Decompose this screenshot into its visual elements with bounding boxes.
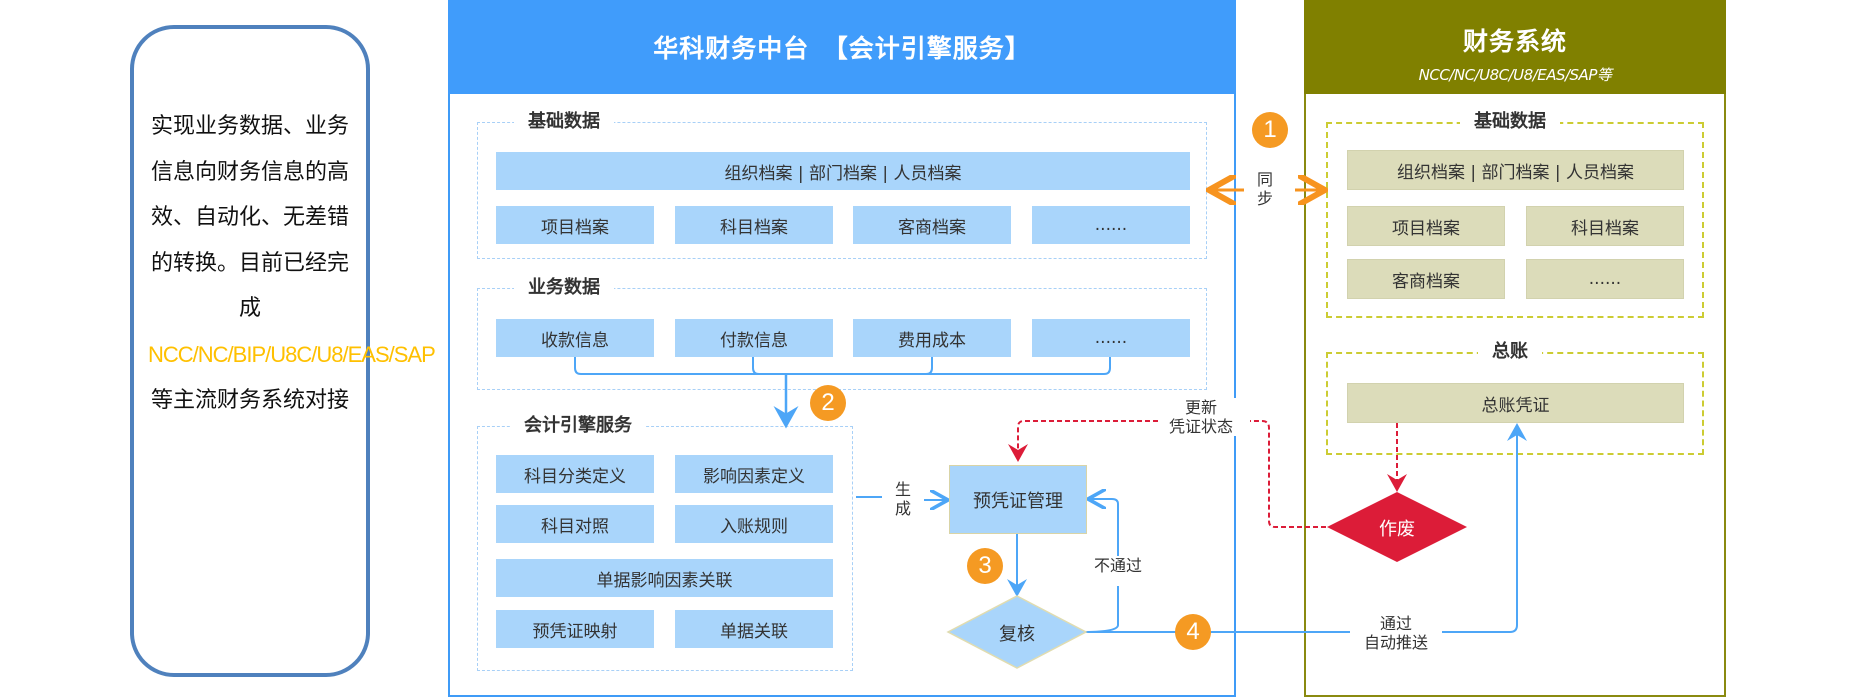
pass-line [1085, 425, 1517, 633]
void-label: 作废 [1379, 519, 1415, 540]
update-status-label: 更新 凭证状态 [1160, 398, 1242, 436]
description-tail: 等主流财务系统对接 [150, 388, 349, 413]
finance-base-item: ...... [1526, 259, 1684, 299]
engine-item: 单据关联 [675, 610, 833, 648]
engine-item: 单据影响因素关联 [496, 559, 833, 597]
business-item: ...... [1032, 319, 1190, 357]
void-to-update-line [1250, 420, 1334, 528]
void-diamond [1327, 492, 1467, 562]
platform-base-item: 科目档案 [675, 206, 833, 244]
sync-label: 同 步 [1256, 170, 1274, 208]
engine-item: 科目对照 [496, 505, 654, 543]
step-marker-2: 2 [810, 385, 846, 421]
update-status-line [1008, 420, 1166, 462]
business-item: 费用成本 [853, 319, 1011, 357]
finance-system-subtitle: NCC/NC/U8C/U8/EAS/SAP等 [1418, 66, 1612, 84]
platform-base-item: 客商档案 [853, 206, 1011, 244]
engine-group [477, 426, 853, 671]
platform-base-item: ...... [1032, 206, 1190, 244]
platform-panel [448, 0, 1236, 697]
finance-system-panel [1304, 0, 1726, 697]
generate-label: 生 成 [894, 480, 912, 518]
review-diamond [946, 595, 1088, 669]
finance-system-header: 财务系统 NCC/NC/U8C/U8/EAS/SAP等 [1304, 0, 1726, 94]
finance-base-data-label: 基础数据 [1460, 111, 1560, 133]
reject-label: 不通过 [1088, 556, 1148, 575]
business-item: 收款信息 [496, 319, 654, 357]
engine-item: 科目分类定义 [496, 455, 654, 493]
business-item: 付款信息 [675, 319, 833, 357]
business-bracket [574, 357, 1111, 375]
supported-systems: NCC/NC/BIP/U8C/U8/EAS/SAP [148, 341, 436, 367]
step-marker-4: 4 [1175, 614, 1211, 650]
engine-item: 预凭证映射 [496, 610, 654, 648]
description-note [130, 25, 370, 677]
finance-base-item: 客商档案 [1347, 259, 1505, 299]
finance-base-item: 科目档案 [1526, 206, 1684, 246]
platform-base-item: 项目档案 [496, 206, 654, 244]
engine-item: 入账规则 [675, 505, 833, 543]
step-marker-3: 3 [967, 548, 1003, 584]
engine-item: 影响因素定义 [675, 455, 833, 493]
description-text: 实现业务数据、业务信息向财务信息的高效、自动化、无差错的转换。目前已经完成 NC… [148, 104, 436, 424]
business-data-group [477, 288, 1207, 390]
finance-base-wide-item: 组织档案 | 部门档案 | 人员档案 [1347, 150, 1684, 190]
pre-voucher-management: 预凭证管理 [949, 465, 1087, 534]
finance-system-title: 财务系统 [1462, 27, 1567, 56]
business-data-label: 业务数据 [514, 277, 614, 299]
pass-label: 通过 自动推送 [1352, 614, 1440, 652]
description-main: 实现业务数据、业务信息向财务信息的高效、自动化、无差错的转换。目前已经完成 [150, 114, 349, 321]
platform-title: 华科财务中台 【会计引擎服务】 [448, 0, 1236, 94]
ledger-label: 总账 [1478, 341, 1542, 363]
platform-base-data-label: 基础数据 [514, 111, 614, 133]
review-label: 复核 [999, 624, 1035, 645]
step-marker-1: 1 [1252, 112, 1288, 148]
platform-base-wide-item: 组织档案 | 部门档案 | 人员档案 [496, 152, 1190, 190]
finance-base-item: 项目档案 [1347, 206, 1505, 246]
engine-label: 会计引擎服务 [510, 415, 646, 437]
